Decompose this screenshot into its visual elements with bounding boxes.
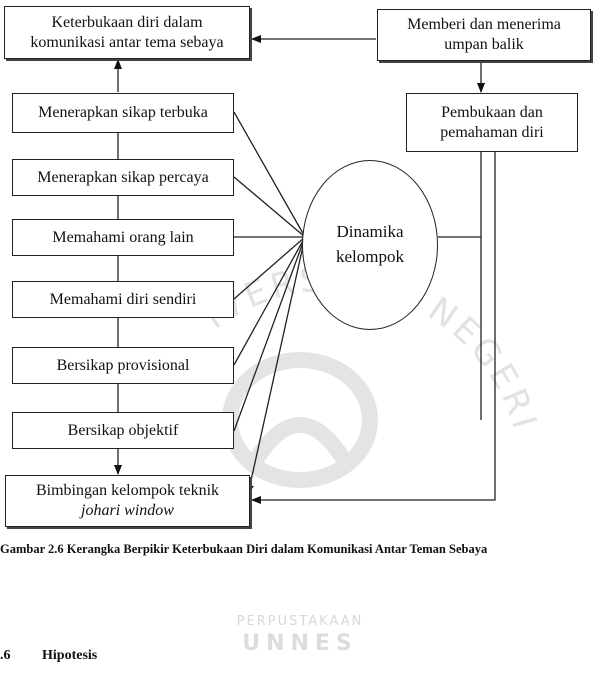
box-bimbingan-line2: johari window [81, 502, 174, 519]
box-objektif-label: Bersikap objektif [67, 421, 179, 439]
box-menerapkan-sikap-percaya: Menerapkan sikap percaya [12, 159, 234, 196]
box-keterbukaan-line2: komunikasi antar tema sebaya [30, 33, 224, 51]
box-bersikap-provisional: Bersikap provisional [12, 347, 234, 384]
box-pembukaan-pemahaman: Pembukaan dan pemahaman diri [406, 93, 578, 152]
arrow-ellipse-to-bimbingan [246, 236, 306, 495]
section-title: Hipotesis [42, 648, 98, 663]
box-menerapkan-sikap-terbuka: Menerapkan sikap terbuka [12, 93, 234, 133]
box-provisional-label: Bersikap provisional [56, 356, 190, 374]
box-bimbingan-line1: Bimbingan kelompok teknik [35, 482, 220, 500]
watermark-brand: UNNES [242, 631, 358, 656]
box-menerapkan-percaya-label: Menerapkan sikap percaya [37, 168, 209, 186]
fan-line-provisional [233, 236, 306, 366]
section-heading: .6 Hipotesis [0, 648, 97, 664]
box-memberi-line2: umpan balik [444, 36, 524, 53]
ellipse-dinamika-kelompok: Dinamika kelompok [302, 160, 438, 330]
box-pembukaan-line2: pemahaman diri [440, 123, 544, 141]
fan-line-percaya [233, 176, 306, 238]
box-memberi-menerima: Memberi dan menerima umpan balik [377, 9, 591, 61]
arrow-pembukaan-to-bimbingan [251, 152, 496, 504]
box-memberi-line1: Memberi dan menerima [407, 16, 561, 34]
box-memahami-orang-lain: Memahami orang lain [12, 219, 234, 256]
section-number: .6 [0, 648, 11, 663]
box-keterbukaan-diri: Keterbukaan diri dalam komunikasi antar … [4, 6, 250, 59]
figure-caption: Gambar 2.6 Kerangka Berpikir Keterbukaan… [0, 542, 488, 556]
box-bersikap-objektif: Bersikap objektif [12, 412, 234, 449]
box-memahami-orang-label: Memahami orang lain [52, 228, 194, 246]
watermark-library-label: PERPUSTAKAAN [237, 614, 364, 629]
box-memahami-diri-label: Memahami diri sendiri [49, 290, 197, 308]
fan-line-objektif [233, 236, 306, 432]
fan-line-terbuka [233, 111, 306, 238]
box-memahami-diri-sendiri: Memahami diri sendiri [12, 281, 234, 318]
box-pembukaan-line1: Pembukaan dan [441, 103, 543, 121]
ellipse-line1: Dinamika [336, 222, 404, 242]
ellipse-line2: kelompok [336, 247, 404, 266]
box-bimbingan-kelompok: Bimbingan kelompok teknik johari window [5, 475, 250, 527]
box-menerapkan-terbuka-label: Menerapkan sikap terbuka [38, 104, 208, 122]
box-keterbukaan-line1: Keterbukaan diri dalam [51, 13, 203, 31]
fan-line-diri-sendiri [233, 236, 306, 300]
